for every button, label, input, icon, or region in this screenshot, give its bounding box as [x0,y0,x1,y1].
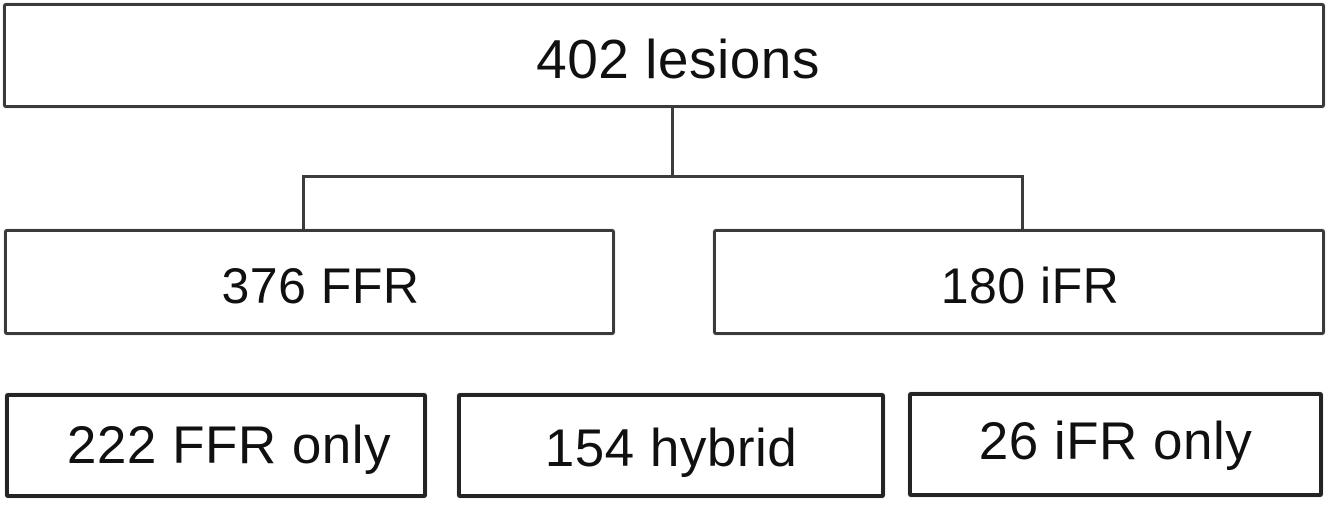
node-hybrid: 154 hybrid [457,393,885,498]
node-total-lesions-label: 402 lesions [536,27,820,90]
node-total-lesions: 402 lesions [3,3,1325,108]
node-ifr: 180 iFR [713,229,1325,335]
node-ffr: 376 FFR [4,229,615,335]
node-hybrid-label: 154 hybrid [544,419,798,478]
node-ffr-only: 222 FFR only [5,393,427,498]
connector-drop-ifr [1021,175,1024,232]
connector-drop-ffr [302,175,305,232]
node-ffr-only-label: 222 FFR only [66,416,392,475]
connector-branch-horizontal [302,175,1024,178]
connector-root-stem [671,108,674,178]
node-ifr-only-label: 26 iFR only [978,412,1253,471]
node-ifr-label: 180 iFR [940,258,1120,314]
node-ffr-label: 376 FFR [221,258,420,314]
node-ifr-only: 26 iFR only [908,392,1323,497]
